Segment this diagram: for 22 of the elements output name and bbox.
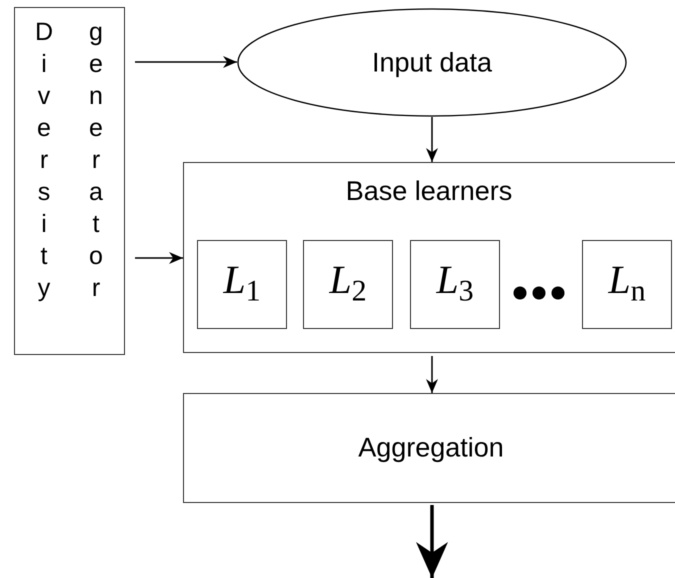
arrow: [426, 117, 438, 162]
arrow: [426, 356, 438, 393]
learner-box: [582, 240, 672, 329]
node-label: Aggregation: [357, 432, 505, 464]
process-box: [183, 393, 675, 503]
learner-symbol: L$_{n}$: [608, 256, 646, 308]
arrow: [135, 56, 237, 68]
learner-symbol: L$_{3}$: [436, 256, 474, 308]
vertical-label: generator: [88, 17, 104, 304]
input-ellipse: [237, 8, 627, 117]
learners-panel: [183, 162, 675, 353]
node-label: Input data: [370, 47, 494, 78]
vertical-label: Diversity: [34, 17, 54, 304]
learner-symbol: L$_{2}$: [329, 256, 367, 308]
arrow: [135, 252, 183, 264]
learner-box: [197, 240, 287, 329]
generator-box: [14, 7, 125, 355]
learner-symbol: L$_{1}$: [223, 256, 261, 308]
panel-title: Base learners: [344, 176, 514, 207]
learner-box: [410, 240, 500, 329]
arrow: [416, 505, 448, 578]
learner-box: [303, 240, 393, 329]
